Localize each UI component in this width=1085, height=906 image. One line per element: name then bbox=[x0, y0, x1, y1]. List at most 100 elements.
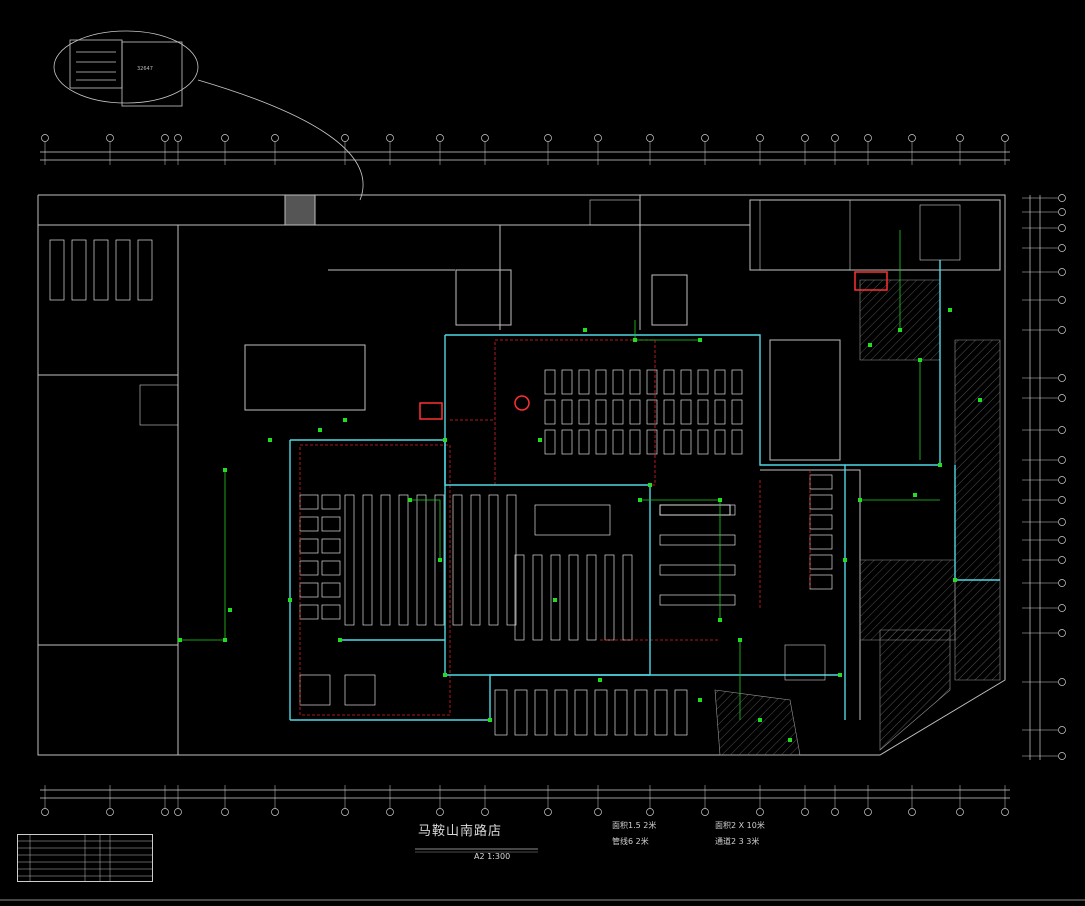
grid-bubble bbox=[544, 808, 552, 816]
shelf-unit bbox=[344, 674, 376, 706]
shelf-unit bbox=[299, 538, 319, 554]
connection-node bbox=[938, 463, 942, 467]
grid-bubble bbox=[594, 134, 602, 142]
grid-bubble bbox=[386, 134, 394, 142]
grid-axis-right bbox=[1022, 194, 1066, 760]
detail-label: 32647 bbox=[137, 66, 153, 72]
shelf-unit bbox=[321, 538, 341, 554]
shelf-unit bbox=[659, 504, 736, 516]
grid-bubble bbox=[756, 134, 764, 142]
grid-bubble bbox=[646, 134, 654, 142]
building-outline bbox=[37, 194, 1006, 756]
grid-bubble bbox=[908, 134, 916, 142]
shelf-unit bbox=[578, 429, 590, 455]
grid-bubble bbox=[271, 808, 279, 816]
grid-bubble bbox=[1058, 726, 1066, 734]
shelf-unit bbox=[321, 494, 341, 510]
connection-node bbox=[553, 598, 557, 602]
connection-node bbox=[583, 328, 587, 332]
connection-node bbox=[488, 718, 492, 722]
stair-blocks bbox=[139, 199, 961, 681]
grid-bubble bbox=[174, 134, 182, 142]
grid-bubble bbox=[1058, 296, 1066, 304]
grid-bubble bbox=[386, 808, 394, 816]
shelf-unit bbox=[544, 399, 556, 425]
grid-bubble bbox=[1058, 208, 1066, 216]
grid-bubble bbox=[481, 134, 489, 142]
grid-bubble bbox=[1058, 604, 1066, 612]
shelf-unit bbox=[561, 429, 573, 455]
shelf-unit bbox=[574, 689, 588, 736]
grid-bubble bbox=[646, 808, 654, 816]
grid-bubble bbox=[41, 134, 49, 142]
connection-node bbox=[953, 578, 957, 582]
connection-node bbox=[178, 638, 182, 642]
grid-bubble bbox=[1058, 326, 1066, 334]
grid-axis-bottom bbox=[41, 785, 1009, 816]
shelf-unit bbox=[731, 369, 743, 395]
grid-bubble bbox=[341, 808, 349, 816]
connection-node bbox=[918, 358, 922, 362]
grid-bubble bbox=[908, 808, 916, 816]
grid-bubble bbox=[106, 808, 114, 816]
shelf-unit bbox=[680, 429, 692, 455]
shelf-unit bbox=[680, 369, 692, 395]
shelf-unit bbox=[93, 239, 109, 301]
shelf-unit bbox=[321, 582, 341, 598]
shelf-unit bbox=[321, 604, 341, 620]
shelf-unit bbox=[604, 554, 615, 641]
connection-node bbox=[698, 698, 702, 702]
connection-node bbox=[318, 428, 322, 432]
grid-bubble bbox=[1058, 426, 1066, 434]
connection-node bbox=[443, 673, 447, 677]
shelf-unit bbox=[578, 399, 590, 425]
connection-node bbox=[228, 608, 232, 612]
grid-bubble bbox=[41, 808, 49, 816]
note-2: 管线6 2米 bbox=[612, 837, 649, 846]
shelf-unit bbox=[697, 399, 709, 425]
shelf-unit bbox=[646, 399, 658, 425]
shelf-unit bbox=[663, 429, 675, 455]
connection-node bbox=[223, 468, 227, 472]
shelf-unit bbox=[434, 494, 445, 626]
grid-bubble bbox=[864, 808, 872, 816]
grid-bubble bbox=[271, 134, 279, 142]
connection-node bbox=[978, 398, 982, 402]
shelf-unit bbox=[629, 369, 641, 395]
shelf-unit bbox=[494, 689, 508, 736]
grid-bubble bbox=[1058, 752, 1066, 760]
shelf-unit bbox=[550, 554, 561, 641]
connection-node bbox=[718, 498, 722, 502]
grid-bubble bbox=[161, 134, 169, 142]
shelf-unit bbox=[680, 399, 692, 425]
grid-bubble bbox=[1058, 244, 1066, 252]
grid-bubble bbox=[594, 808, 602, 816]
green-connection-nodes bbox=[178, 308, 982, 742]
grid-bubble bbox=[436, 808, 444, 816]
note-4: 通道2 3 3米 bbox=[715, 837, 760, 846]
hatched-zones bbox=[714, 279, 1001, 756]
shelf-unit bbox=[578, 369, 590, 395]
connection-node bbox=[343, 418, 347, 422]
shelf-unit bbox=[534, 689, 548, 736]
connection-node bbox=[633, 338, 637, 342]
shelf-unit bbox=[646, 369, 658, 395]
shelf-unit bbox=[71, 239, 87, 301]
shelf-unit bbox=[659, 594, 736, 606]
grid-bubble bbox=[1058, 629, 1066, 637]
grid-bubble bbox=[436, 134, 444, 142]
shelf-unit bbox=[594, 689, 608, 736]
grid-bubble bbox=[1058, 579, 1066, 587]
grid-bubble bbox=[864, 134, 872, 142]
connection-node bbox=[758, 718, 762, 722]
shelf-unit bbox=[674, 689, 688, 736]
shelf-unit bbox=[506, 494, 517, 626]
shelf-unit bbox=[714, 399, 726, 425]
green-lines bbox=[180, 230, 940, 720]
shelf-unit bbox=[731, 429, 743, 455]
connection-node bbox=[338, 638, 342, 642]
shelf-unit bbox=[595, 369, 607, 395]
connection-node bbox=[838, 673, 842, 677]
red-markers bbox=[419, 271, 888, 420]
drawing-scale: A2 1:300 bbox=[474, 852, 511, 861]
